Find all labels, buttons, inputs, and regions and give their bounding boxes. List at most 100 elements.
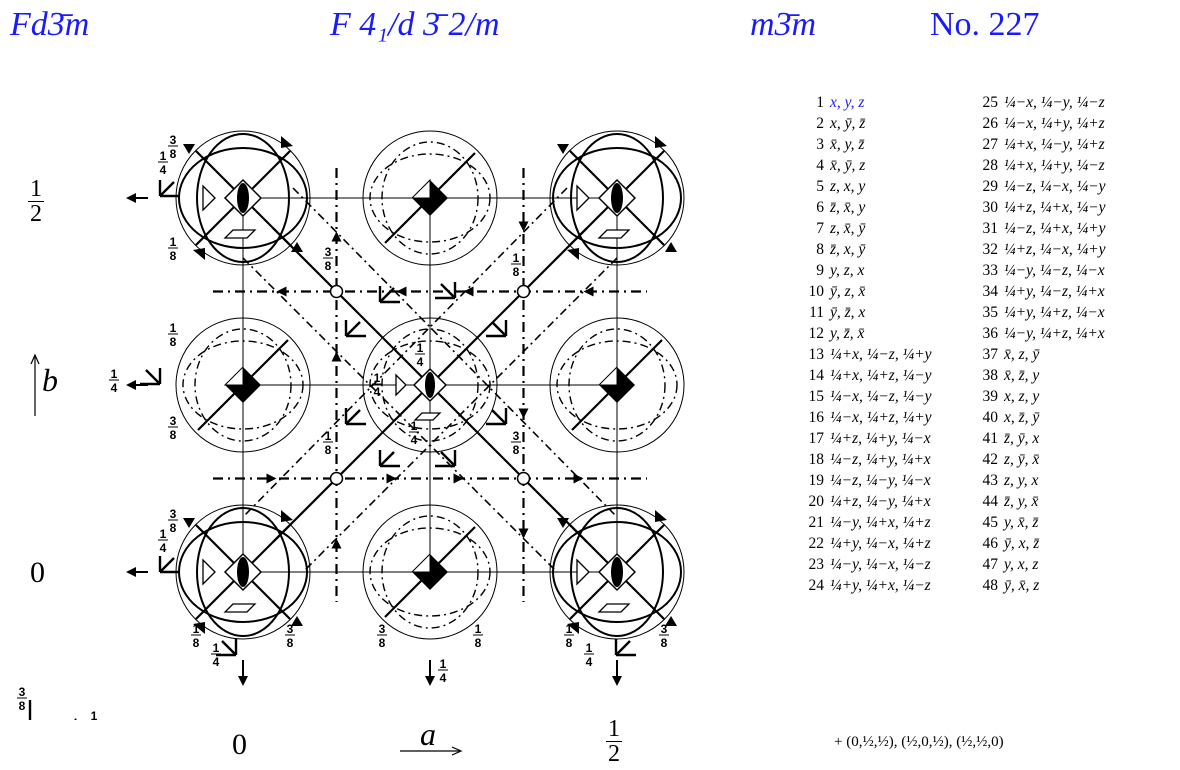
height-fraction: 8 [475, 636, 482, 650]
position-index: 1 [816, 94, 824, 111]
position-expression: ¼+x, ¼−z, ¼+y [830, 346, 932, 363]
position-expression: ¼+z, ¼+x, ¼−y [1004, 199, 1106, 216]
dashdot-diagonal [292, 187, 618, 518]
position-index: 3 [816, 136, 824, 153]
position-index: 24 [808, 577, 825, 594]
glide-plane-symbol [158, 556, 180, 574]
height-fraction: 1 [586, 641, 593, 655]
glide-triangle [223, 603, 257, 613]
position-expression: ¼+x, ¼−y, ¼+z [1004, 136, 1105, 153]
position-expression: ¼+z, ¼+y, ¼−x [830, 430, 931, 447]
position-row: 35 ¼+y, ¼+z, ¼−x [964, 302, 1106, 323]
stereo-circle [362, 317, 498, 453]
position-expression: ȳ, z, x̄ [830, 283, 866, 300]
position-index: 15 [808, 388, 825, 405]
position-index: 42 [982, 451, 999, 468]
glide-arrow [573, 473, 584, 484]
mirror-ellipse [552, 521, 682, 623]
arrow-head [183, 144, 195, 154]
glide-arrow [453, 473, 464, 484]
glide-arrow [425, 676, 435, 686]
position-expression: x, ȳ, z̄ [830, 115, 866, 132]
height-fraction: 8 [170, 249, 177, 263]
height-fraction: 8 [513, 443, 520, 457]
position-expression: ¼+y, ¼+z, ¼−x [1004, 304, 1105, 321]
height-fraction: 4 [111, 381, 118, 395]
dashdot-ellipse [381, 328, 479, 442]
height-fraction: 8 [19, 699, 26, 713]
position-index: 39 [982, 388, 999, 405]
position-index: 26 [982, 115, 999, 132]
position-expression: ¼−x, ¼+z, ¼+y [830, 409, 932, 426]
position-index: 29 [982, 178, 999, 195]
stereo-circle [549, 317, 685, 453]
glide-arrow [331, 538, 342, 549]
dashdot-ellipse [194, 328, 292, 442]
position-expression: ¼−y, ¼+x, ¼+z [830, 514, 931, 531]
position-expression: x, y, z [830, 94, 865, 111]
position-index: 31 [982, 220, 999, 237]
height-fraction: 4 [160, 541, 167, 555]
position-index: 40 [982, 409, 999, 426]
position-index: 37 [982, 346, 999, 363]
twofold-axis-symbol [425, 372, 435, 398]
position-expression: ¼−y, ¼−x, ¼−z [830, 556, 931, 573]
position-expression: ¼+z, ¼−y, ¼+x [830, 493, 931, 510]
glide-plane-symbol [158, 180, 180, 198]
position-expression: ¼−y, ¼+z, ¼+x [1004, 325, 1105, 342]
position-index: 7 [816, 220, 824, 237]
height-fraction: 8 [379, 636, 386, 650]
arrow-head [291, 616, 303, 626]
glide-plane-symbol [486, 408, 508, 426]
glide-plane-symbol [140, 368, 162, 386]
glide-plane-symbol [435, 450, 457, 468]
glide-triangle [597, 603, 631, 613]
dashdot-ellipse [369, 153, 491, 243]
height-fraction: 4 [411, 433, 418, 447]
fourfold-screw-symbol [597, 365, 618, 386]
position-index: 35 [982, 304, 999, 321]
height-fraction: 1 [475, 622, 482, 636]
dashdot-ellipse [369, 340, 491, 430]
height-fraction: 3 [19, 685, 26, 699]
position-index: 46 [982, 535, 999, 552]
fourfold-screw-symbol [410, 178, 431, 199]
dashdot-ellipse [369, 527, 491, 617]
position-index: 23 [808, 556, 825, 573]
glide-plane-symbol [614, 639, 636, 657]
arrow-head [557, 518, 569, 528]
dashdot-diagonal [242, 187, 568, 518]
height-fraction: 4 [374, 385, 381, 399]
height-fraction: 8 [170, 147, 177, 161]
height-fraction: 8 [287, 636, 294, 650]
mirror-ellipse [552, 147, 682, 249]
mirror-ellipse [570, 133, 664, 263]
position-expression: ¼+y, ¼−z, ¼+x [1004, 283, 1105, 300]
position-index: 32 [982, 241, 999, 258]
stereo-circle [362, 504, 498, 640]
group-number: No. 227 [930, 6, 1040, 43]
centering-translations: + (0,½,½), (½,0,½), (½,½,0) [834, 734, 1004, 750]
height-fraction: 1 [91, 709, 98, 720]
height-fraction: 1 [440, 657, 447, 671]
